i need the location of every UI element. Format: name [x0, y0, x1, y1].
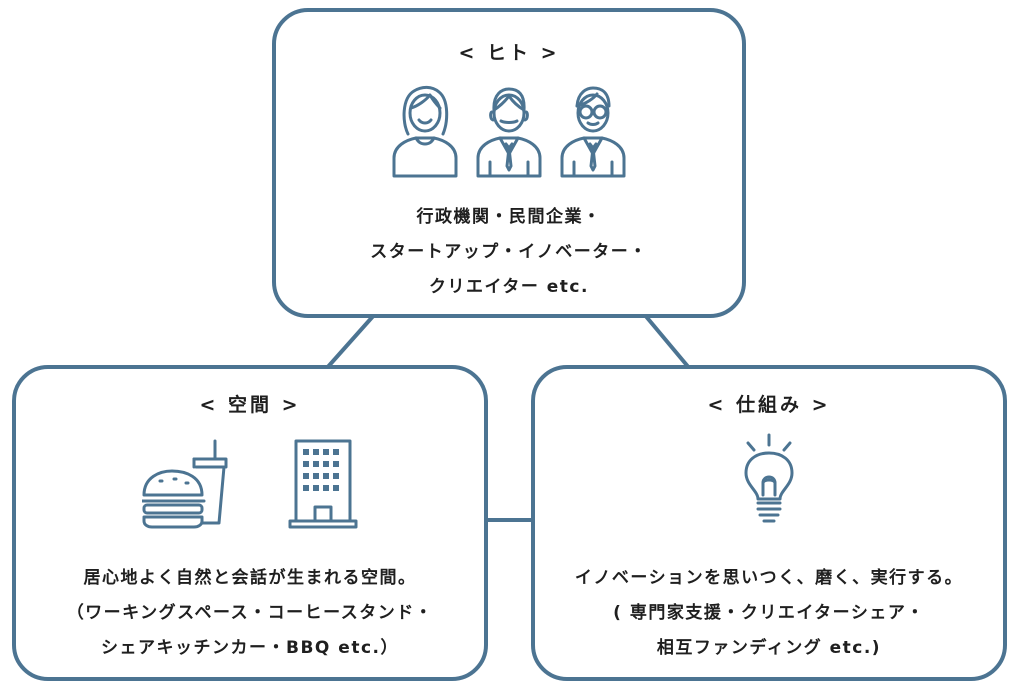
connector-people-mechanism — [642, 312, 692, 371]
space-title: < 空間 > — [199, 394, 301, 416]
mechanism-line-1: イノベーションを思いつく、磨く、実行する。 — [574, 568, 964, 588]
businessman-glasses-icon — [560, 86, 626, 178]
space-line-2: （ワーキングスペース・コーヒースタンド・ — [66, 603, 434, 623]
mechanism-icons — [535, 433, 1003, 529]
people-icons — [276, 82, 742, 178]
mechanism-title: < 仕組み > — [707, 394, 831, 416]
office-building-icon — [288, 439, 358, 529]
people-line-3: クリエイター etc. — [429, 277, 589, 297]
people-line-1: 行政機関・民間企業・ — [416, 207, 602, 227]
mechanism-line-2: ( 専門家支援・クリエイターシェア・ — [613, 603, 925, 623]
space-line-1: 居心地よく自然と会話が生まれる空間。 — [83, 568, 417, 588]
people-description: 行政機関・民間企業・ スタートアップ・イノベーター・ クリエイター etc. — [276, 200, 742, 305]
people-title: < ヒト > — [458, 42, 560, 64]
people-line-2: スタートアップ・イノベーター・ — [370, 242, 648, 262]
mechanism-box: < 仕組み > イノベーションを思いつく、磨く、実行する。 ( 専門家支援・クリ… — [531, 365, 1007, 681]
mechanism-line-3: 相互ファンディング etc.) — [656, 638, 882, 658]
woman-icon — [392, 85, 458, 178]
people-box: < ヒト > — [272, 8, 746, 318]
space-description: 居心地よく自然と会話が生まれる空間。 （ワーキングスペース・コーヒースタンド・ … — [16, 561, 484, 666]
lightbulb-icon — [744, 433, 794, 523]
space-icons — [16, 435, 484, 529]
connector-people-space — [324, 312, 377, 371]
businessman-icon — [476, 87, 542, 178]
burger-drink-icon — [142, 439, 228, 529]
space-box: < 空間 > — [12, 365, 488, 681]
space-line-3: シェアキッチンカー・BBQ etc.） — [101, 638, 399, 658]
mechanism-description: イノベーションを思いつく、磨く、実行する。 ( 専門家支援・クリエイターシェア・… — [535, 561, 1003, 666]
